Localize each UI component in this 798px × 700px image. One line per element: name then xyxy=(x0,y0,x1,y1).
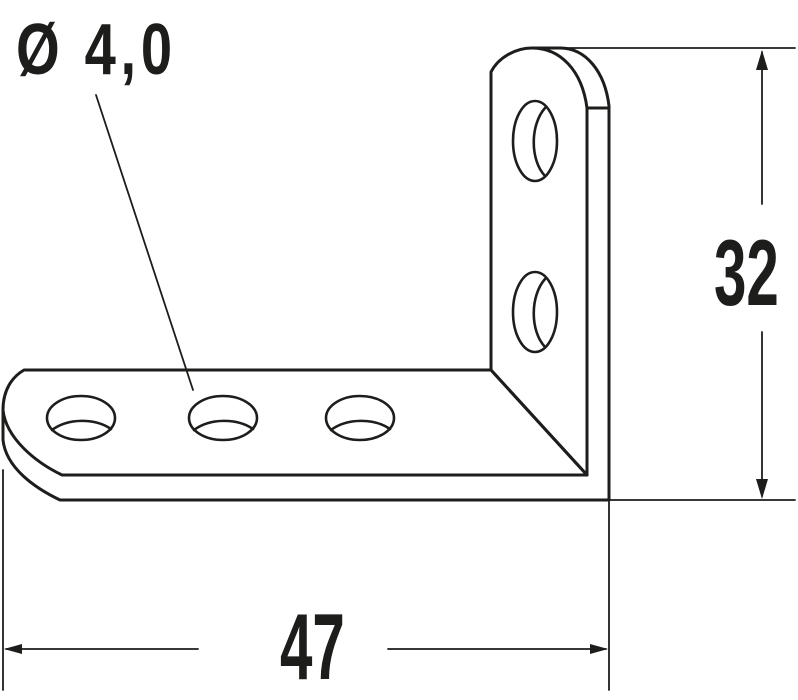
hole-diameter-label: Ø 4,0 xyxy=(16,10,177,90)
vertical-arm xyxy=(489,46,611,502)
horizontal-arm-front-edge xyxy=(587,475,609,500)
corner-diagonal xyxy=(489,368,589,477)
hole-2 xyxy=(187,394,259,442)
arrow-left-icon xyxy=(4,644,22,654)
height-dimension-label: 32 xyxy=(714,220,779,325)
hole-3 xyxy=(324,394,396,442)
horizontal-arm xyxy=(1,368,611,502)
arrow-right-icon xyxy=(590,644,608,654)
arrow-up-icon xyxy=(756,50,768,70)
height-dimension xyxy=(559,47,796,501)
hole-diameter-leader xyxy=(95,94,194,391)
hole-1 xyxy=(45,394,117,442)
hole-5 xyxy=(511,270,559,354)
horizontal-arm-thickness xyxy=(1,408,611,502)
vertical-arm-holes xyxy=(511,99,559,354)
width-dimension xyxy=(2,469,610,691)
vertical-arm-face xyxy=(489,46,589,477)
width-dimension-label: 47 xyxy=(280,594,345,699)
horizontal-arm-holes xyxy=(45,394,396,442)
arrow-down-icon xyxy=(756,479,768,499)
hole-4 xyxy=(511,99,559,183)
horizontal-arm-top-face xyxy=(1,368,589,477)
